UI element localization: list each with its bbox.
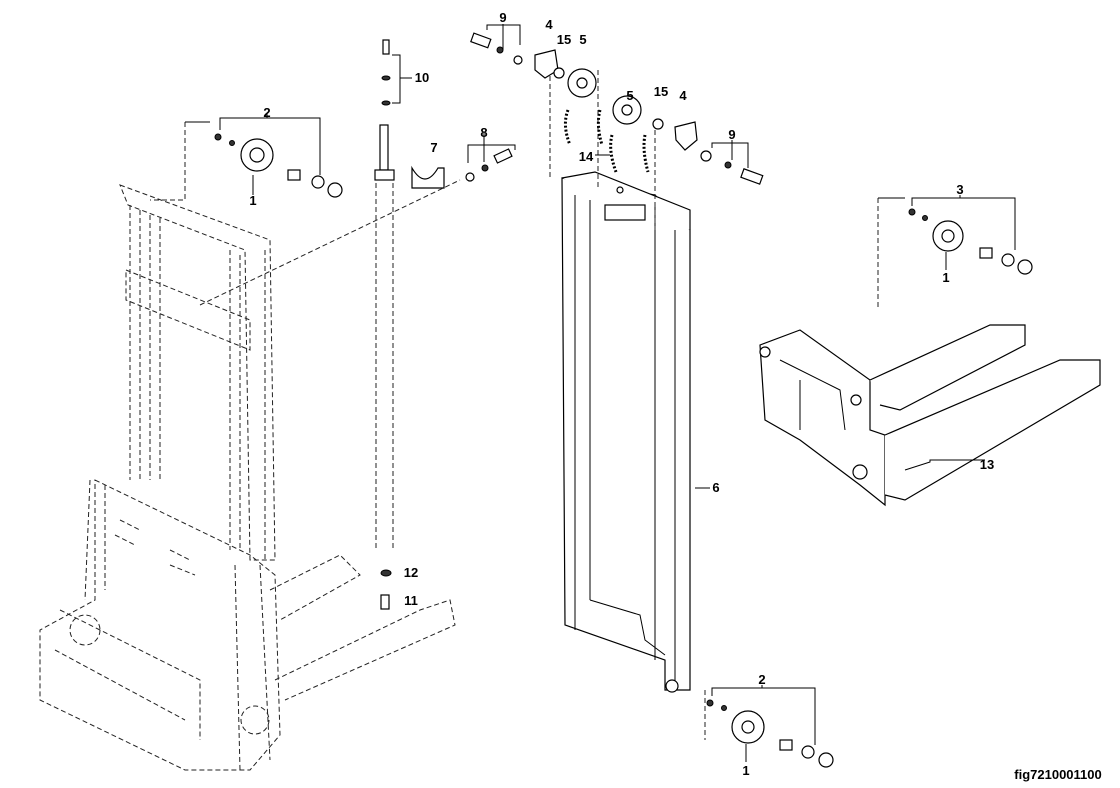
callout-12: 12 (404, 565, 418, 580)
callout-7: 7 (430, 140, 437, 155)
lift-cylinder (374, 39, 412, 610)
callout-1: 1 (742, 763, 749, 778)
fork-carriage (759, 324, 1101, 507)
callout-6: 6 (712, 480, 719, 495)
callout-9: 9 (728, 127, 735, 142)
clamp-and-bolts (199, 133, 516, 306)
callout-8: 8 (480, 125, 487, 140)
truck-chassis-dashed (39, 184, 456, 771)
callout-14: 14 (579, 149, 594, 164)
callout-15: 15 (654, 84, 668, 99)
roller-group-2 (150, 113, 343, 201)
callout-1: 1 (942, 270, 949, 285)
callout-3: 3 (956, 182, 963, 197)
roller-group-3 (877, 195, 1033, 310)
callout-9: 9 (499, 10, 506, 25)
callout-5: 5 (626, 88, 633, 103)
callout-5: 5 (579, 32, 586, 47)
sheave-assembly (470, 24, 764, 185)
callout-labels: 9 4 15 5 5 15 4 9 10 2 1 7 8 14 3 1 6 13… (249, 10, 994, 778)
callout-11: 11 (404, 593, 418, 608)
callout-4: 4 (545, 17, 553, 32)
callout-2: 2 (263, 105, 270, 120)
callout-1: 1 (249, 193, 256, 208)
callout-10: 10 (415, 70, 429, 85)
callout-2: 2 (758, 672, 765, 687)
center-mast (549, 60, 710, 693)
roller-group-2-bottom (704, 685, 834, 768)
callout-13: 13 (980, 457, 994, 472)
callout-4: 4 (679, 88, 687, 103)
callout-15: 15 (557, 32, 571, 47)
figure-caption: fig7210001100 (1014, 767, 1101, 782)
